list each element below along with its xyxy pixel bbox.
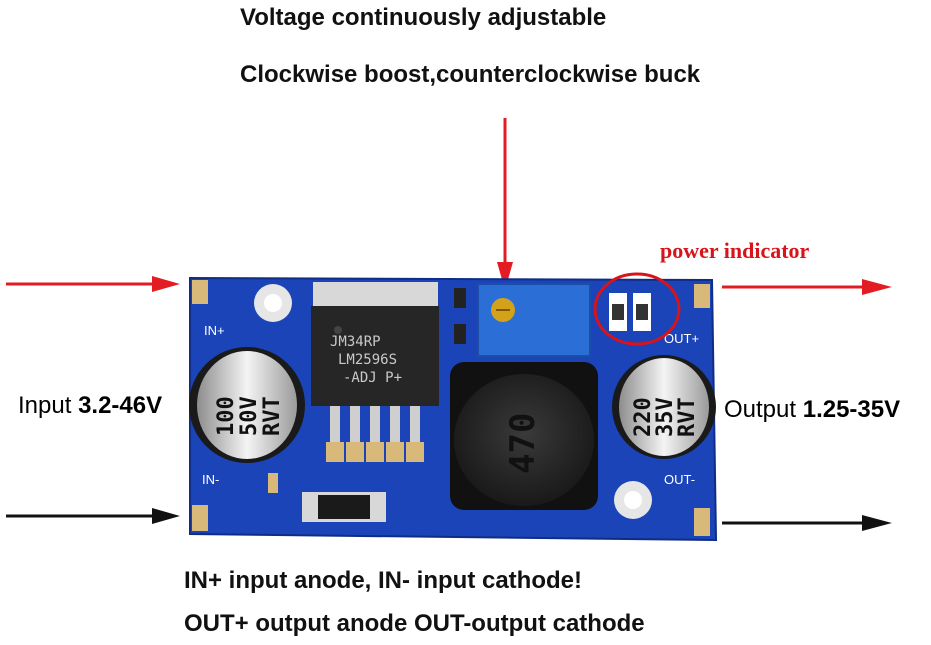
input-negative-arrow	[6, 508, 180, 524]
output-label: Output 1.25-35V	[724, 396, 900, 424]
output-negative-arrow	[722, 515, 892, 531]
inductor: 470	[450, 362, 598, 510]
silk-out-minus: OUT-	[664, 472, 695, 487]
note-output-polarity: OUT+ output anode OUT-output cathode	[184, 610, 645, 637]
power-indicator-led	[593, 272, 681, 346]
potentiometer-arrow	[497, 118, 513, 290]
silk-in-minus: IN-	[202, 472, 219, 487]
input-capacitor: 100 50V RVT	[189, 347, 305, 463]
lm2596-regulator-chip: JM34RP LM2596S -ADJ P+	[311, 282, 439, 462]
smd-resistor	[454, 288, 466, 308]
pad-out-minus	[694, 508, 710, 536]
pad-out-plus	[694, 284, 710, 308]
smd-resistor	[454, 324, 466, 344]
input-cap-marking-1: 100	[214, 396, 239, 436]
pad-in-minus	[192, 505, 208, 531]
output-voltage-range: 1.25-35V	[802, 396, 901, 423]
output-cap-marking-1: 220	[631, 397, 656, 437]
output-label-text: Output	[724, 396, 797, 423]
input-cap-marking-2: 50V	[237, 396, 262, 436]
chip-marking-1: JM34RP	[330, 334, 381, 350]
title-boost-buck: Clockwise boost,counterclockwise buck	[240, 61, 701, 88]
pad-in-plus	[192, 280, 208, 304]
adjustment-potentiometer	[477, 283, 591, 357]
input-cap-marking-3: RVT	[260, 396, 285, 436]
diode	[302, 492, 386, 522]
chip-marking-2: LM2596S	[338, 352, 397, 368]
note-input-polarity: IN+ input anode, IN- input cathode!	[184, 567, 582, 594]
input-label-text: Input	[18, 392, 72, 419]
input-positive-arrow	[6, 276, 180, 292]
silk-out-plus: OUT+	[664, 331, 699, 346]
output-cap-marking-2: 35V	[653, 397, 678, 437]
title-voltage-adjustable: Voltage continuously adjustable	[240, 4, 607, 31]
input-label: Input 3.2-46V	[18, 392, 162, 420]
silk-in-plus: IN+	[204, 323, 225, 338]
output-capacitor: 220 35V RVT	[612, 355, 716, 459]
output-cap-marking-3: RVT	[675, 397, 700, 437]
input-voltage-range: 3.2-46V	[78, 392, 163, 419]
chip-marking-3: -ADJ P+	[343, 370, 402, 386]
inductor-marking: 470	[503, 413, 543, 474]
output-positive-arrow	[722, 279, 892, 295]
power-indicator-label: power indicator	[660, 238, 810, 263]
smd-pad	[268, 473, 278, 493]
